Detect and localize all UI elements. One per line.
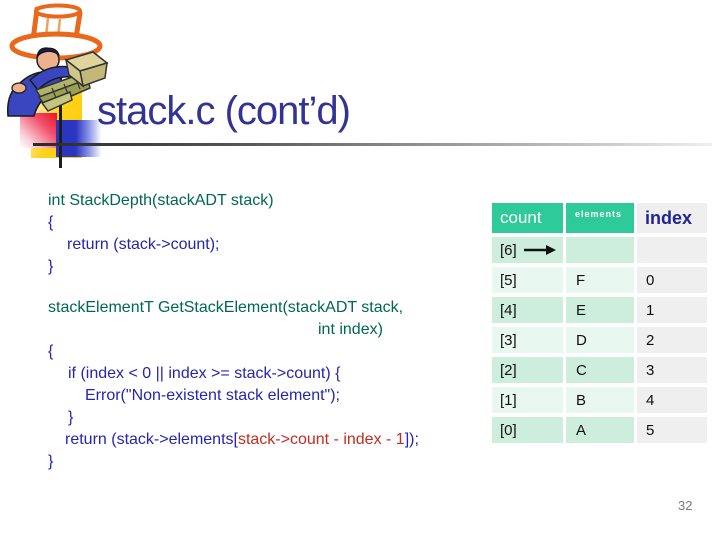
magician-clipart (6, 3, 109, 117)
count-value: [4] (500, 301, 517, 319)
code-line: } (48, 453, 54, 470)
code-block-stackdepth: int StackDepth(stackADT stack) { return (s… (48, 190, 274, 278)
code-line: int StackDepth(stackADT stack) (48, 192, 274, 209)
cell-count: [3] (492, 327, 563, 353)
cell-element (566, 237, 634, 263)
cell-index: 2 (637, 327, 707, 353)
code-line: stackElementT GetStackElement(stackADT s… (48, 299, 404, 316)
decoration-red-square (20, 113, 57, 148)
code-line: int index) (318, 321, 383, 338)
page-number: 32 (678, 498, 693, 513)
cell-index: 1 (637, 297, 707, 323)
cell-count: [0] (492, 417, 563, 443)
decoration-blue-rectangle (56, 120, 103, 157)
code-line: return (stack->count); (67, 236, 220, 253)
code-block-getstackelement: stackElementT GetStackElement(stackADT s… (48, 297, 419, 473)
right-arrow-icon (523, 245, 556, 255)
cell-element: F (566, 267, 634, 293)
code-line: } (68, 409, 74, 426)
cell-index: 3 (637, 357, 707, 383)
count-value: [5] (500, 271, 517, 289)
cell-count: [1] (492, 387, 563, 413)
cell-index (637, 237, 707, 263)
count-pointer-arrow (523, 244, 557, 256)
cell-index: 5 (637, 417, 707, 443)
count-value: [3] (500, 331, 517, 349)
table-header-elements: elements (566, 203, 634, 233)
table-header-index: index (637, 203, 707, 233)
cell-count: [2] (492, 357, 563, 383)
cell-count: [6] (492, 237, 563, 263)
count-value: [0] (500, 421, 517, 439)
slide-title: stack.c (cont’d) (97, 89, 351, 133)
count-value: [1] (500, 391, 517, 409)
table-header-index-label: index (645, 207, 693, 228)
table-header-count: count (492, 203, 563, 233)
decoration-horizontal-rule (33, 143, 712, 146)
code-line: Error("Non-existent stack element"); (85, 387, 340, 404)
cell-index: 0 (637, 267, 707, 293)
cell-element: D (566, 327, 634, 353)
code-line: return (stack->elements[stack->count - i… (65, 431, 419, 448)
code-line: { (48, 214, 54, 231)
cell-count: [5] (492, 267, 563, 293)
cell-index: 4 (637, 387, 707, 413)
code-line: { (48, 343, 54, 360)
decoration-vertical-line (59, 76, 62, 168)
cell-count: [4] (492, 297, 563, 323)
cell-element: E (566, 297, 634, 323)
count-value: [2] (500, 361, 517, 379)
count-value: [6] (500, 241, 517, 259)
code-line: if (index < 0 || index >= stack->count) … (68, 365, 341, 382)
code-line: } (48, 258, 54, 275)
table-header-elements-label: elements (575, 209, 623, 219)
cell-element: B (566, 387, 634, 413)
table-header-count-label: count (500, 208, 542, 227)
cell-element: C (566, 357, 634, 383)
cell-element: A (566, 417, 634, 443)
